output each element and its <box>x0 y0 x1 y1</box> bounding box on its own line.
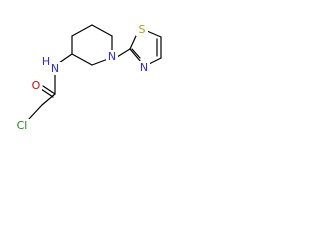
atom-label-cl: Cl <box>17 119 28 132</box>
bond-c5-c6 <box>91 24 113 37</box>
bond-co-double-2 <box>40 88 54 98</box>
bonds <box>27 24 162 121</box>
bond-thz-c2-s <box>129 35 137 50</box>
atom-s-thiazole: S <box>136 23 148 36</box>
atom-cl: Cl <box>14 119 30 132</box>
bond-c-cl <box>27 104 43 121</box>
atom-label-o: O <box>32 79 41 92</box>
molecule-structure: Cl O N H N S N <box>14 23 162 132</box>
bond-c4-c5 <box>71 24 93 37</box>
atom-o: O <box>30 79 42 92</box>
atom-label-s-thiazole: S <box>139 23 146 36</box>
atom-n-thiazole: N <box>138 61 150 74</box>
bond-npip-thz <box>116 48 131 58</box>
bond-co-double-1 <box>42 85 56 95</box>
atom-n-amide: N H <box>42 55 61 75</box>
atom-labels: Cl O N H N S N <box>14 23 150 132</box>
atom-label-h-amide: H <box>42 55 50 68</box>
bond-nthz-c2 <box>129 48 142 63</box>
atom-label-n-thiazole: N <box>140 61 148 74</box>
bond-c2-c3 <box>71 53 93 66</box>
atom-label-n-piperidine: N <box>108 50 116 63</box>
atom-label-n-amide: N <box>51 62 59 75</box>
bond-ch2-co <box>41 93 56 106</box>
bond-c4-nthz <box>148 57 162 65</box>
bond-s-c5 <box>146 30 162 38</box>
bond-nthz-c2-inner <box>131 48 141 59</box>
bond-n-c3 <box>58 53 73 64</box>
bond-npip-c2 <box>91 58 109 66</box>
atom-n-piperidine: N <box>106 50 118 63</box>
